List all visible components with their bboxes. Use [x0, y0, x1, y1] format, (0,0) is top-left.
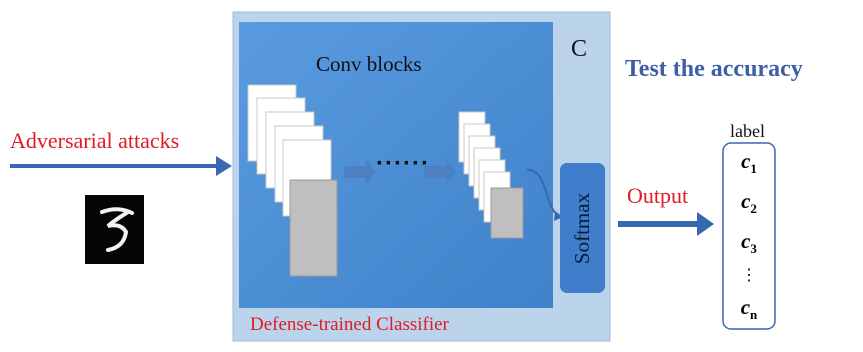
label-header: label	[730, 121, 765, 141]
conv-arrow-1	[344, 159, 376, 185]
label-box	[722, 142, 776, 330]
diagram-title: Test the accuracy	[625, 56, 803, 82]
softmax-label-wrap: Softmax	[560, 163, 605, 293]
softmax-connector-head	[554, 211, 563, 221]
conv-stack-small	[458, 111, 524, 239]
digit-image	[85, 195, 144, 264]
label-list: c1 c2 c3 ⋮ cn	[723, 143, 775, 329]
label-ellipsis: ⋮	[741, 267, 757, 285]
input-label: Adversarial attacks	[10, 128, 180, 153]
conv-arrow-2	[424, 159, 456, 185]
output-label: Output	[627, 183, 689, 208]
label-item: cn	[740, 294, 758, 322]
conv-stack-large	[247, 84, 338, 277]
softmax-label: Softmax	[570, 192, 595, 264]
label-item: c3	[741, 229, 757, 257]
output-arrow	[618, 212, 714, 236]
softmax-box	[560, 163, 605, 293]
classifier-letter: C	[571, 36, 588, 62]
conv-label: Conv blocks	[316, 52, 422, 76]
label-item: c2	[741, 189, 757, 217]
input-arrow	[10, 156, 232, 176]
classifier-label: Defense-trained Classifier	[250, 314, 449, 335]
ellipsis: ······	[376, 150, 430, 177]
label-item: c1	[741, 148, 757, 177]
